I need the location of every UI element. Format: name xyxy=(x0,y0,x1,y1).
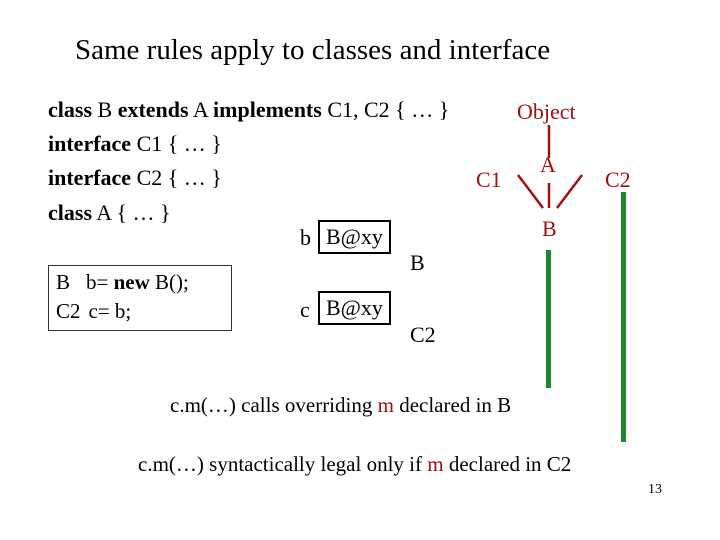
variable-c-value: B@xy xyxy=(326,295,383,320)
variable-b-type: B xyxy=(410,250,425,275)
c1-b-edge xyxy=(517,174,544,209)
keyword: class xyxy=(48,200,92,225)
code-text: C2 { … } xyxy=(131,165,222,190)
decl-type: B xyxy=(56,270,71,294)
decl-text: B(); xyxy=(149,270,189,294)
note-overriding: c.m(…) calls overriding m declared in B xyxy=(170,393,511,418)
node-a: A xyxy=(540,152,556,177)
variable-b-value: B@xy xyxy=(326,224,383,249)
page-number: 13 xyxy=(648,482,662,497)
keyword: class xyxy=(48,97,92,122)
variable-c-type: C2 xyxy=(410,322,436,347)
keyword: implements xyxy=(213,97,322,122)
decl-type: C2 xyxy=(56,299,81,323)
method-name: m xyxy=(427,452,444,476)
code-text: A xyxy=(188,97,214,122)
decl-text: b= xyxy=(86,270,114,294)
green-bar-c2 xyxy=(621,192,626,442)
note-text: declared in B xyxy=(393,393,512,417)
node-c2: C2 xyxy=(605,167,631,192)
decl-line-2: C2 c= b; xyxy=(56,299,131,324)
code-text: C1, C2 { … } xyxy=(321,97,450,122)
code-line-2: interface C1 { … } xyxy=(48,131,222,157)
code-line-3: interface C2 { … } xyxy=(48,165,222,191)
node-b: B xyxy=(542,216,557,241)
slide-title: Same rules apply to classes and interfac… xyxy=(75,34,551,66)
variable-b-name: b xyxy=(300,225,311,250)
code-line-1: class B extends A implements C1, C2 { … … xyxy=(48,97,449,123)
decl-text: c= b; xyxy=(88,299,132,323)
keyword: new xyxy=(113,270,150,294)
green-bar-b xyxy=(546,250,551,388)
keyword: interface xyxy=(48,165,132,190)
node-c1: C1 xyxy=(476,167,502,192)
variable-c-box: B@xy xyxy=(318,291,391,325)
note-legal: c.m(…) syntactically legal only if m dec… xyxy=(138,452,571,477)
note-text: c.m(…) calls overriding xyxy=(170,393,378,417)
variable-b-box: B@xy xyxy=(318,220,391,254)
code-line-4: class A { … } xyxy=(48,200,171,226)
keyword: extends xyxy=(117,97,189,122)
method-name: m xyxy=(377,393,394,417)
note-text: c.m(…) syntactically legal only if xyxy=(138,452,428,476)
code-text: C1 { … } xyxy=(131,131,222,156)
code-text: A { … } xyxy=(92,200,171,225)
variable-c-name: c xyxy=(300,297,310,322)
note-text: declared in C2 xyxy=(443,452,572,476)
keyword: interface xyxy=(48,131,132,156)
code-text: B xyxy=(92,97,118,122)
node-object: Object xyxy=(517,99,576,124)
c2-b-edge xyxy=(556,174,583,209)
